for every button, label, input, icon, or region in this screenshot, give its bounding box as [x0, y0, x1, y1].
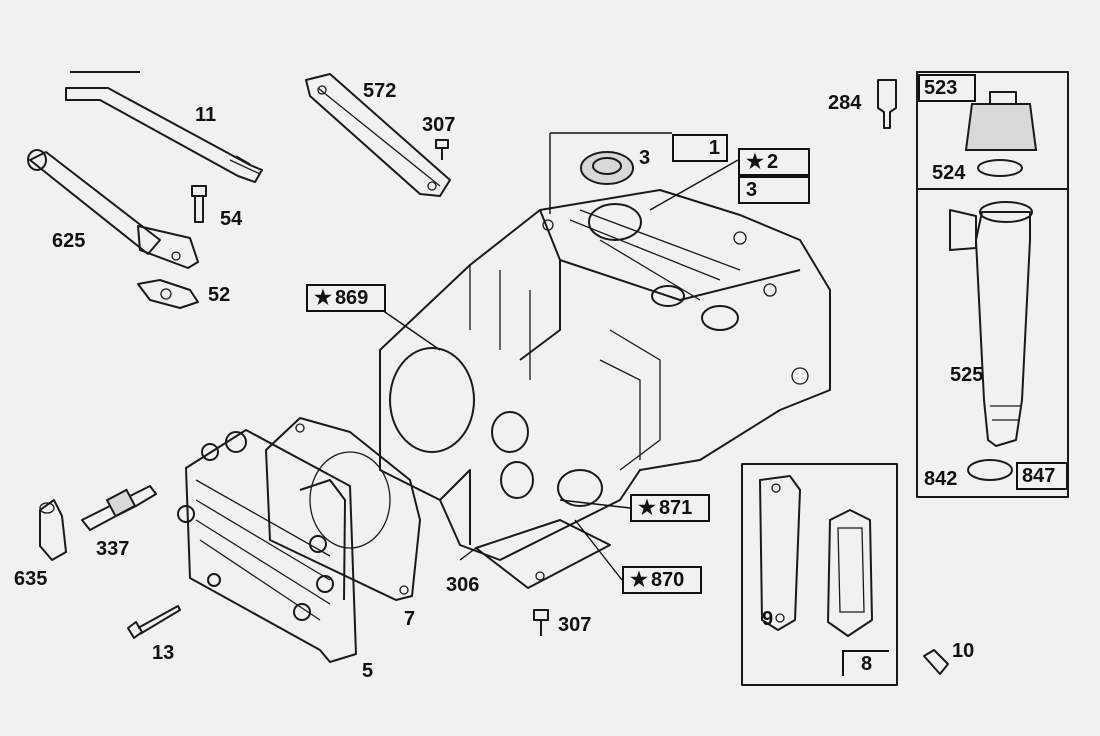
part-52-gasket-icon — [137, 279, 199, 309]
part-307-bolt-bottom-icon — [533, 609, 549, 636]
callout-525: 525 — [950, 364, 984, 386]
callout-box-523: 523 — [918, 74, 976, 102]
callout-3: 3 — [639, 147, 651, 169]
callout-10: 10 — [952, 640, 975, 662]
part-13-bolt-icon — [127, 605, 181, 639]
group-8-frame — [741, 463, 898, 686]
callout-box-869-value: 869 — [334, 287, 369, 309]
callout-307-top: 307 — [422, 114, 456, 136]
callout-box-8: 8 — [842, 650, 889, 676]
callout-box-870: ★870 — [622, 566, 702, 594]
callout-306: 306 — [446, 574, 480, 596]
callout-54: 54 — [220, 208, 243, 230]
callout-box-2: ★2 — [738, 148, 810, 176]
part-524-ring-icon — [977, 159, 1023, 177]
star-icon: ★ — [630, 569, 648, 591]
callout-842: 842 — [924, 468, 958, 490]
part-842-ring-icon — [967, 459, 1013, 481]
star-icon: ★ — [314, 287, 332, 309]
part-525-fill-tube-icon — [949, 201, 1033, 447]
callout-13: 13 — [152, 642, 175, 664]
part-625-breather-tube-icon — [27, 149, 199, 269]
callout-337: 337 — [96, 538, 130, 560]
engine-block-icon — [379, 189, 831, 561]
part-306-gasket-icon — [475, 519, 611, 589]
callout-52: 52 — [208, 284, 231, 306]
callout-7: 7 — [404, 608, 416, 630]
part-5-cylinder-head-icon — [177, 429, 357, 663]
part-10-bolt-icon — [923, 649, 949, 675]
star-icon: ★ — [746, 151, 764, 173]
callout-524: 524 — [932, 162, 966, 184]
callout-572: 572 — [363, 80, 397, 102]
part-3-seal-icon — [580, 151, 634, 185]
dipstick-group-frame — [916, 71, 1069, 498]
part-284-plug-icon — [877, 79, 897, 129]
part-7-head-gasket-icon — [265, 417, 421, 601]
callout-box-2-value: 2 — [766, 151, 779, 173]
callout-625: 625 — [52, 230, 86, 252]
callout-box-870-value: 870 — [650, 569, 685, 591]
leader-lines — [381, 132, 739, 581]
part-11-tube-icon — [65, 87, 263, 183]
callout-box-847: 847 — [1016, 462, 1068, 490]
callout-box-2-sub: 3 — [738, 176, 810, 204]
part-523-cap-icon — [964, 91, 1038, 151]
callout-box-871: ★871 — [630, 494, 710, 522]
callout-307-bottom: 307 — [558, 614, 592, 636]
callout-9: 9 — [762, 608, 774, 630]
part-307-bolt-top-icon — [435, 139, 449, 160]
callout-284: 284 — [828, 92, 862, 114]
callout-box-1: 1 — [672, 134, 728, 162]
part-635-connector-icon — [39, 499, 67, 561]
part-54-screw-icon — [191, 185, 207, 223]
callout-box-869: ★869 — [306, 284, 386, 312]
callout-11: 11 — [195, 104, 217, 126]
part-572-plate-icon — [305, 73, 451, 197]
callout-5: 5 — [362, 660, 374, 682]
callout-box-871-value: 871 — [658, 497, 693, 519]
star-icon: ★ — [638, 497, 656, 519]
part-337-spark-plug-icon — [81, 485, 157, 531]
callout-635: 635 — [14, 568, 48, 590]
